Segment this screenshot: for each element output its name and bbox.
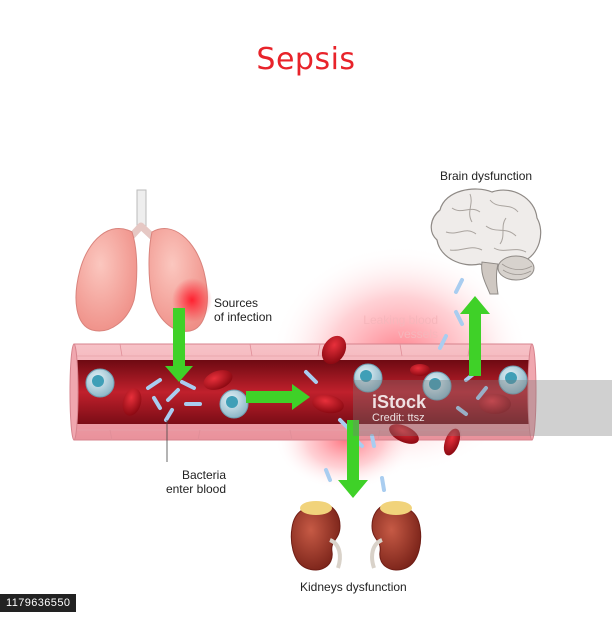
label-brain-dysfunction: Brain dysfunction bbox=[440, 169, 533, 183]
kidneys-illustration bbox=[290, 501, 422, 571]
arrows bbox=[165, 296, 490, 498]
label-sources-line2: of infection bbox=[214, 310, 273, 324]
white-blood-cells bbox=[85, 363, 528, 419]
stock-id-badge: 1179636550 bbox=[0, 594, 77, 612]
arrow-down-lungs bbox=[165, 308, 193, 382]
arrow-up-brain bbox=[460, 296, 490, 376]
label-bacteria-enter-blood: Bacteria enter blood bbox=[150, 468, 226, 496]
label-leaking-line1: Leaking blood bbox=[363, 313, 438, 327]
watermark-credit: Credit: ttsz bbox=[372, 412, 425, 424]
arrow-right-vessel bbox=[246, 384, 310, 410]
label-bacteria-line1: Bacteria bbox=[181, 468, 226, 482]
label-bacteria-line2: enter blood bbox=[165, 482, 226, 496]
lungs-illustration bbox=[75, 189, 212, 332]
red-blood-cells bbox=[122, 335, 511, 456]
label-leaking-line2: vessels bbox=[397, 327, 438, 341]
diagram-title: Sepsis bbox=[256, 42, 356, 77]
label-sources-line1: Sources bbox=[214, 296, 259, 310]
label-kidneys-dysfunction: Kidneys dysfunction bbox=[300, 580, 407, 594]
label-sources-of-infection: Sources of infection bbox=[214, 296, 272, 324]
watermark-brand: iStock bbox=[372, 392, 427, 412]
bacteria bbox=[146, 278, 488, 492]
brain-illustration bbox=[430, 188, 542, 295]
label-leaking-blood-vessels: Leaking blood vessels bbox=[346, 313, 438, 341]
watermark-overlay bbox=[353, 380, 612, 436]
arrow-down-kidneys bbox=[338, 420, 368, 498]
